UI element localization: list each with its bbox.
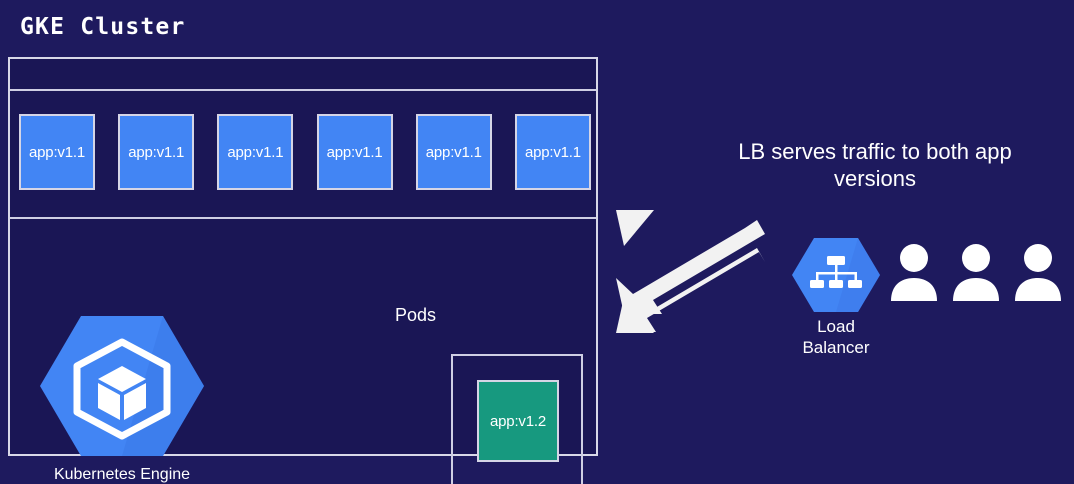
pod-box-v1-2[interactable]: app:v1.2 (477, 380, 559, 462)
load-balancer-label-line-1: Load (817, 317, 855, 336)
pod-box[interactable]: app:v1.1 (316, 114, 393, 190)
new-version-pod-group: app:v1.2 (451, 354, 583, 484)
arrow-to-v1-2-pod (616, 210, 765, 314)
lb-note: LB serves traffic to both app versions (700, 138, 1050, 192)
load-balancer-label: Load Balancer (788, 316, 884, 358)
pods-row: app:v1.1 app:v1.1 app:v1.1 app:v1.1 app:… (19, 114, 591, 190)
kubernetes-engine-hexagon-icon (40, 312, 204, 460)
cluster-header-strip (10, 59, 596, 91)
users-group (890, 243, 1062, 303)
load-balancer-node[interactable]: Load Balancer (788, 236, 884, 358)
arrow-to-v1-1-pods (616, 248, 765, 333)
pod-box[interactable]: app:v1.1 (415, 114, 492, 190)
pod-box[interactable]: app:v1.1 (19, 114, 95, 190)
pods-label: Pods (395, 305, 437, 325)
page-title: GKE Cluster (20, 14, 186, 40)
pod-box[interactable]: app:v1.1 (217, 114, 294, 190)
gke-cluster-container: app:v1.1 app:v1.1 app:v1.1 app:v1.1 app:… (8, 57, 598, 484)
load-balancer-label-line-2: Balancer (802, 338, 870, 357)
user-icon (1015, 244, 1061, 301)
pod-box[interactable]: app:v1.1 (118, 114, 195, 190)
pod-box[interactable]: app:v1.1 (514, 114, 591, 190)
kubernetes-engine-label: Kubernetes Engine (53, 466, 191, 483)
lb-note-line-1: LB serves traffic to both app (738, 139, 1012, 164)
lb-note-line-2: versions (834, 166, 916, 191)
kubernetes-engine-logo: Kubernetes Engine (32, 312, 212, 484)
pods-band (10, 91, 596, 219)
load-balancer-hexagon-icon (792, 236, 880, 314)
user-icon (953, 244, 999, 301)
user-icon (891, 244, 937, 301)
